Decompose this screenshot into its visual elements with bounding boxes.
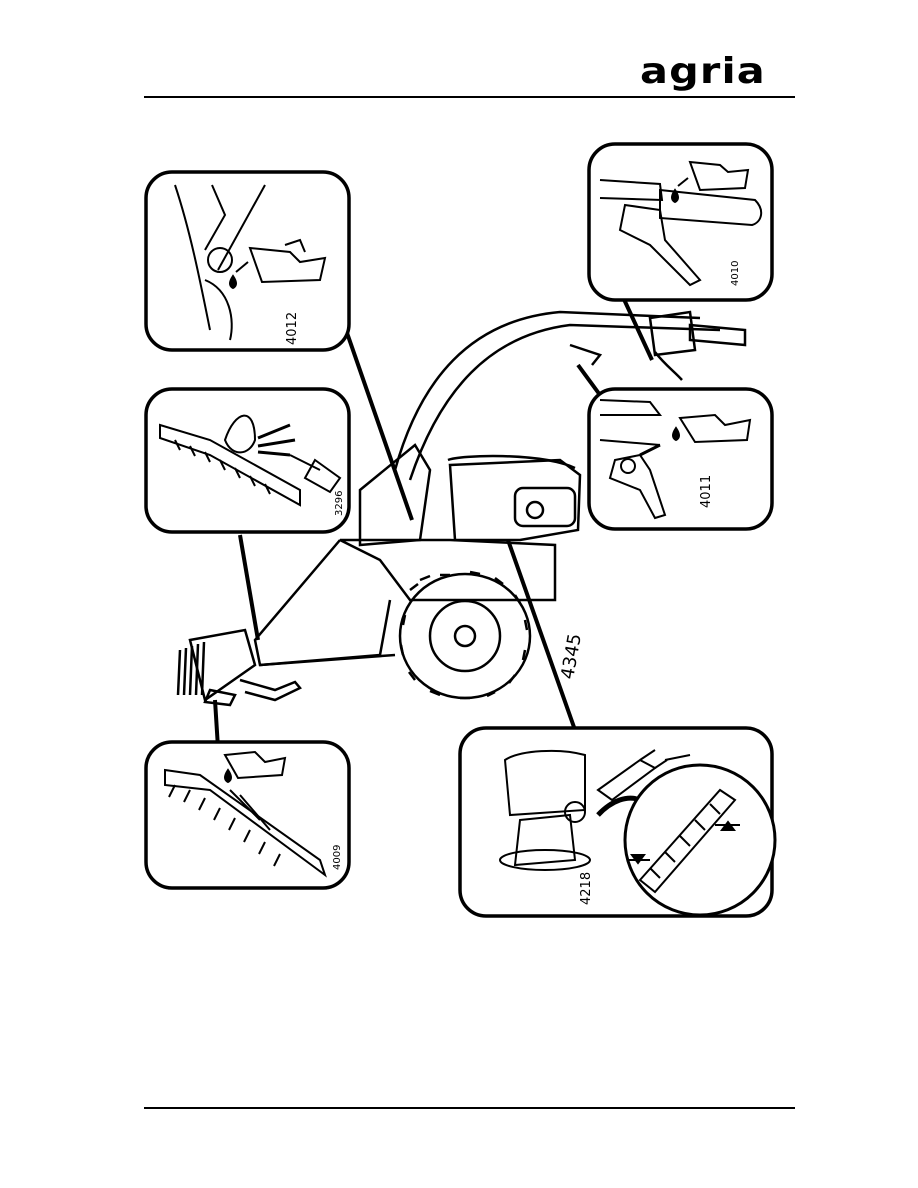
inset-label-3296: 3296 bbox=[334, 491, 345, 516]
main-figure-label: 4345 bbox=[557, 632, 586, 681]
inset-label-4009: 4009 bbox=[332, 845, 343, 870]
inset-label-4012: 4012 bbox=[285, 312, 300, 345]
inset-label-4218: 4218 bbox=[579, 872, 594, 905]
inset-label-4011: 4011 bbox=[699, 475, 714, 508]
inset-label-4010: 4010 bbox=[730, 261, 741, 286]
